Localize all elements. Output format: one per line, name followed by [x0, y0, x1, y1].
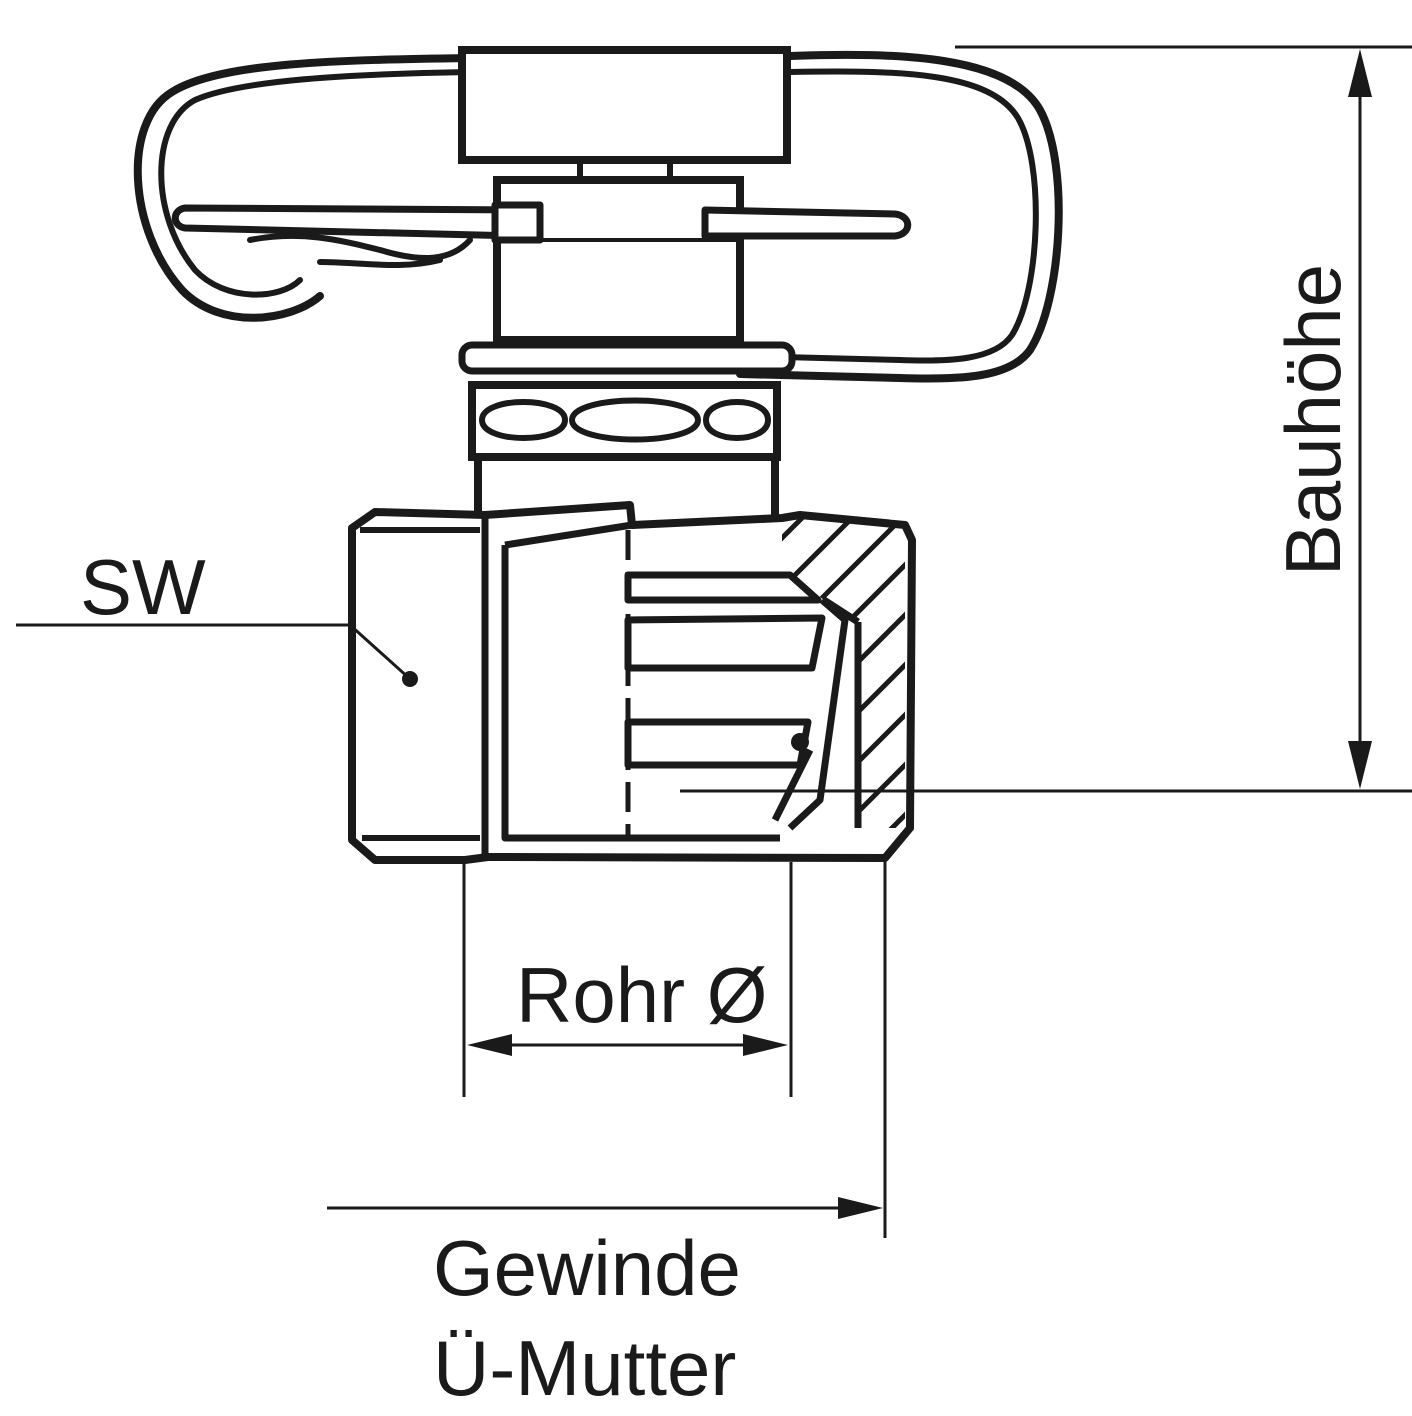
dimension-rohr — [462, 862, 793, 1097]
label-bauhoehe: Bauhöhe — [1269, 264, 1357, 576]
lever-pin-right — [701, 206, 912, 240]
union-nut-outline — [348, 501, 916, 864]
internal-threads — [624, 571, 849, 831]
valve-handle — [133, 50, 1063, 383]
thread-band-middle — [624, 614, 826, 672]
lever-pin-block — [491, 201, 544, 244]
label-rohr: Rohr Ø — [516, 951, 767, 1039]
sw-leader-dot — [402, 671, 418, 687]
washer-plate — [458, 341, 796, 375]
gewinde-arrow — [838, 1197, 883, 1219]
label-gewinde: Gewinde — [433, 1224, 741, 1312]
handle-loop-inner — [158, 68, 1039, 364]
spindle-body — [493, 176, 744, 344]
union-nut — [348, 501, 916, 864]
hex-nut — [468, 381, 781, 461]
dimension-gewinde — [327, 860, 887, 1238]
inner-flat-face — [501, 521, 780, 842]
arrowhead-down — [1348, 741, 1372, 789]
lever-pins — [171, 201, 912, 244]
hatch-boundary — [822, 597, 862, 828]
thread-end-dot — [791, 733, 809, 751]
thread-band-upper — [624, 571, 822, 604]
label-sw: SW — [80, 543, 206, 631]
hex-nut-faces — [478, 397, 772, 443]
handle-inner-curl — [247, 232, 473, 269]
arrowhead-up — [1348, 49, 1372, 97]
sw-leader-line — [348, 623, 412, 681]
thread-band-lower — [624, 718, 812, 769]
dimension-bauhoehe — [680, 45, 1412, 793]
handle-cap — [458, 46, 791, 164]
leader-sw — [16, 623, 412, 681]
label-ue-mutter: Ü-Mutter — [433, 1324, 736, 1412]
rohr-arrow-left — [467, 1034, 512, 1056]
handle-loop-outer — [133, 50, 1063, 383]
rohr-arrow-right — [743, 1034, 788, 1056]
hex-face-edge — [360, 527, 480, 841]
lever-pin-left — [171, 204, 524, 240]
